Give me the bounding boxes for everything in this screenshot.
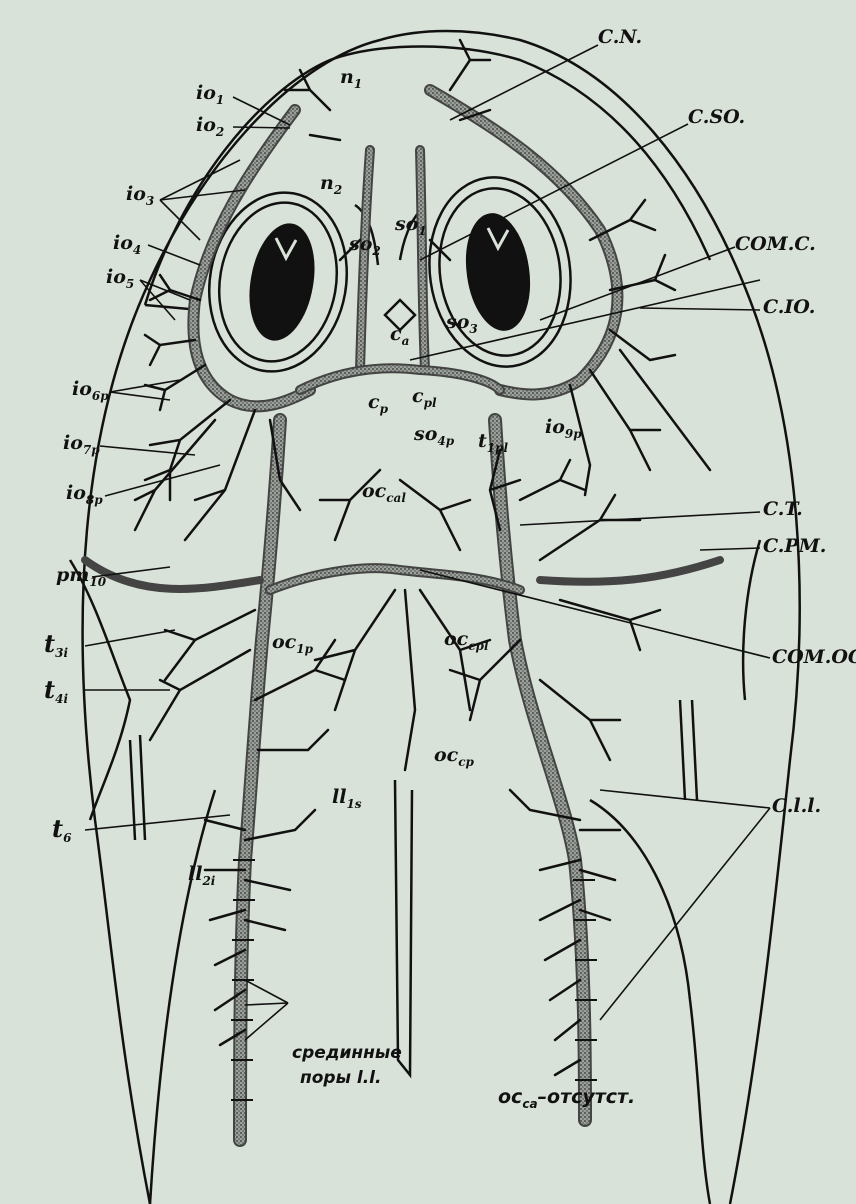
label-occpl: occpl — [444, 630, 489, 649]
label-io5: io5 — [106, 268, 134, 287]
label-io1: io1 — [196, 84, 224, 103]
label-n2: n2 — [320, 174, 342, 193]
label-oc1p: oc1p — [272, 633, 313, 652]
label-so1: so1 — [395, 215, 427, 234]
label-c-io: C.IO. — [763, 298, 815, 317]
label-cpl: cpl — [412, 387, 437, 406]
label-io4: io4 — [113, 234, 141, 253]
label-median-pores-line1: срединные — [292, 1045, 402, 1062]
label-ca: ca — [390, 325, 409, 344]
label-occal: occal — [362, 482, 406, 501]
left-eye — [195, 182, 360, 383]
label-io9p: io9p — [545, 418, 582, 437]
head-outline — [70, 31, 800, 1204]
label-t1pl: t1pl — [478, 432, 508, 451]
label-c-t: C.T. — [763, 500, 803, 519]
label-c-l-l: C.l.l. — [772, 797, 821, 816]
label-ll1s: ll1s — [332, 788, 362, 807]
label-t6: t6 — [52, 817, 71, 841]
label-io6p: io6p — [72, 380, 109, 399]
right-eye — [417, 168, 582, 376]
label-io7p: io7p — [63, 434, 100, 453]
label-io2: io2 — [196, 116, 224, 135]
label-io8p: io8p — [66, 484, 103, 503]
lateral-line-segments — [231, 860, 597, 1100]
label-so4p: so4p — [414, 425, 454, 444]
label-c-so: C.SO. — [688, 108, 745, 127]
label-pm10: pm10 — [56, 566, 106, 585]
label-oc-ca-absent: occa–отсутст. — [498, 1088, 635, 1107]
label-median-pores-line2: поры l.l. — [300, 1070, 381, 1087]
label-cp: cp — [368, 393, 388, 412]
label-so3: so3 — [446, 313, 478, 332]
label-io3: io3 — [126, 185, 154, 204]
label-com-c: COM.C. — [735, 235, 816, 254]
label-c-pm: C.PM. — [763, 537, 826, 556]
label-t4i: t4i — [44, 678, 68, 702]
label-occp: occp — [434, 746, 474, 765]
label-n1: n1 — [340, 68, 362, 87]
label-so2: so2 — [349, 235, 381, 254]
label-ll2i: ll2i — [188, 865, 215, 884]
label-c-n: C.N. — [598, 28, 642, 47]
label-t3i: t3i — [44, 632, 68, 656]
label-com-oc: COM.OC. — [772, 648, 856, 667]
